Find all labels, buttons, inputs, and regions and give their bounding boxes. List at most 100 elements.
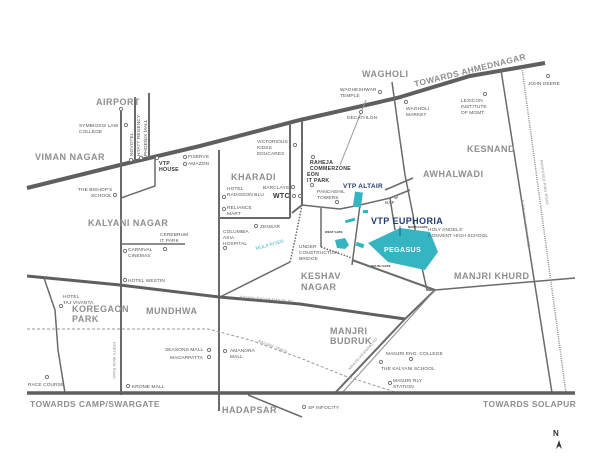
landmark-wtc: WTC (273, 193, 290, 200)
landmark-manjri-rly-1: MANJRI RLY (393, 378, 423, 384)
landmark-cerebrum-1: CEREBRUM (160, 232, 188, 238)
area-keshav-nagar-2: NAGAR (301, 282, 337, 292)
railway-track (27, 328, 396, 393)
road-manjri-diagonal (334, 318, 406, 394)
road-panchshil-euphoria (301, 189, 411, 210)
landmark-radisson-2: RADISSON BLU (227, 192, 264, 198)
pegasus-parcel (368, 228, 438, 270)
landmark-raheja-1: RAHEJA (310, 160, 333, 166)
landmark-taj-2: TAJ VIVANTA (63, 300, 94, 306)
area-kalyani-nagar: KALYANI NAGAR (88, 218, 168, 228)
landmark-victorious-3: EDUCARES (257, 151, 284, 157)
landmark-symbiosis-1: SYMBIOSIS LAW (79, 123, 119, 129)
compass-arrow-icon (556, 440, 562, 449)
road-label-fursungi: FURSUNGI-KESNAND RD. (520, 200, 531, 249)
project-parcels (335, 191, 438, 270)
small-parcel-2 (363, 210, 368, 213)
project-vtp-euphoria: VTP EUPHORIA (371, 216, 443, 226)
landmark-novotel: NOVOTEL (129, 132, 135, 156)
area-hadapsar: HADAPSAR (222, 405, 277, 415)
road-label-keshav-manjri: KESHAV NAGAR-MANJRI RD. (240, 295, 295, 304)
landmark-markers (44, 73, 551, 410)
landmark-barclays: BARCLAYS (263, 185, 289, 191)
road-bridge-to-keshav (219, 261, 291, 298)
road-manjri-diagonal-2 (341, 289, 436, 394)
area-koregaon-1: KOREGAON (72, 304, 129, 314)
landmark-columbia-2: ASIA (223, 235, 235, 241)
road-proposed-ring (521, 67, 567, 394)
landmark-bishops-2: SCHOOL (91, 193, 112, 199)
landmark-baf: BAF (385, 200, 395, 206)
landmark-amazon: AMAZON (188, 161, 210, 167)
road-label-proposed-ring: PROPOSED RING ROAD (539, 160, 549, 206)
area-mundhwa: MUNDHWA (146, 306, 198, 316)
roads (26, 61, 576, 418)
project-pegasus: PEGASUS (384, 247, 421, 254)
area-viman-nagar: VIMAN NAGAR (35, 152, 105, 162)
compass: N (553, 429, 562, 449)
area-koregaon-2: PARK (72, 314, 99, 324)
landmark-krome: KROME MALL (132, 384, 165, 390)
landmark-carnival-1: CARNIVAL (128, 247, 153, 253)
landmark-victorious-2: KIDSS (257, 145, 272, 151)
compass-north-label: N (553, 429, 559, 438)
area-keshav-nagar-1: KESHAV (301, 271, 341, 281)
landmark-fiserve: FISERVE (188, 154, 209, 160)
landmark-race-course: RACE COURSE (28, 382, 64, 388)
road-hadapsar-spur (247, 394, 303, 418)
landmark-panchshil-1: PANCHSHIL (317, 189, 345, 195)
landmark-magarpatta: MAGARPATTA (170, 355, 204, 361)
road-kharadi-bridge (291, 204, 303, 214)
landmark-amanora-2: MALL (230, 354, 243, 360)
landmark-bridge-3: BRIDGE (299, 256, 318, 262)
landmark-holy-angels-2: CONVENT HIGH SCHOOL (428, 233, 488, 239)
landmark-wagheshwar-2: TEMPLE (340, 93, 360, 99)
landmark-kalyani-school: THE KALYANI SCHOOL (381, 366, 435, 372)
area-manjri-budruk-1: MANJRI (330, 326, 368, 336)
small-parcel-1 (344, 217, 356, 224)
landmark-manjri-eng: MANJRI ENG. COLLEGE (386, 351, 443, 357)
altair-parcel (352, 191, 363, 208)
landmark-panchshil-2: TOWERS (317, 195, 339, 201)
landmark-wagholi-market-1: WAGHOLI (406, 106, 429, 112)
landmark-vtp-house-1: VTP (159, 161, 170, 167)
landmark-eon-1: EON (307, 172, 319, 178)
road-manjri-khurd (434, 277, 576, 291)
road-label-north-main: NORTH MAIN ROAD (112, 342, 116, 379)
landmark-hyatt: HYATT REGENCY (136, 114, 142, 156)
label-north-gate: NORTH GATE (408, 225, 428, 229)
landmark-lexicon-2: INSTITUTE (461, 104, 487, 110)
road-kesnand-vertical (500, 69, 553, 394)
road-inner-1 (351, 204, 361, 266)
landmark-bishops-1: THE BISHOP'S (78, 187, 112, 193)
area-labels: WAGHOLI AIRPORT VIMAN NAGAR KHARADI KESN… (35, 69, 530, 415)
landmark-vtp-house-2: HOUSE (159, 167, 179, 173)
road-awhalwadi-cross (384, 177, 414, 191)
landmark-reliance-1: RELIANCE (227, 205, 252, 211)
direction-solapur: TOWARDS SOLAPUR (483, 399, 576, 409)
road-koregaon (43, 277, 66, 394)
label-mula-river: MULA RIVER (255, 238, 285, 251)
road-south-gate (351, 259, 436, 291)
landmark-carnival-2: CINEMAS (128, 253, 151, 259)
landmark-amanora-1: AMANORA (230, 348, 256, 354)
road-label-railway: RAILWAY TRACK (258, 339, 289, 354)
label-south-gate: SOUTH GATE (371, 264, 390, 268)
landmark-seasons: SEASONS MALL (165, 347, 203, 353)
landmark-decathlon: DECATHLON (347, 115, 378, 121)
landmark-cerebrum-2: IT PARK (160, 238, 180, 244)
area-manjri-khurd: MANJRI KHURD (454, 271, 530, 281)
landmark-wagholi-market-2: MARKET (406, 112, 427, 118)
landmark-lexicon-3: OF MGMT. (461, 110, 485, 116)
landmark-sp-infocity: SP INFOCITY (308, 405, 340, 411)
label-west-gate: WEST GATE (325, 230, 343, 234)
project-labels: VTP EUPHORIA VTP ALTAIR PEGASUS VTP HOUS… (159, 161, 443, 268)
landmark-phoenix: PHOENIX MALL (143, 119, 149, 156)
landmark-reliance-2: MART (227, 211, 241, 217)
landmark-taj-1: HOTEL (63, 294, 80, 300)
road-keshav-manjri (26, 274, 406, 321)
landmark-eon-2: IT PARK (307, 178, 329, 184)
landmark-manjri-rly-2: STATION (393, 384, 414, 390)
landmark-radisson-1: HOTEL (227, 186, 244, 192)
